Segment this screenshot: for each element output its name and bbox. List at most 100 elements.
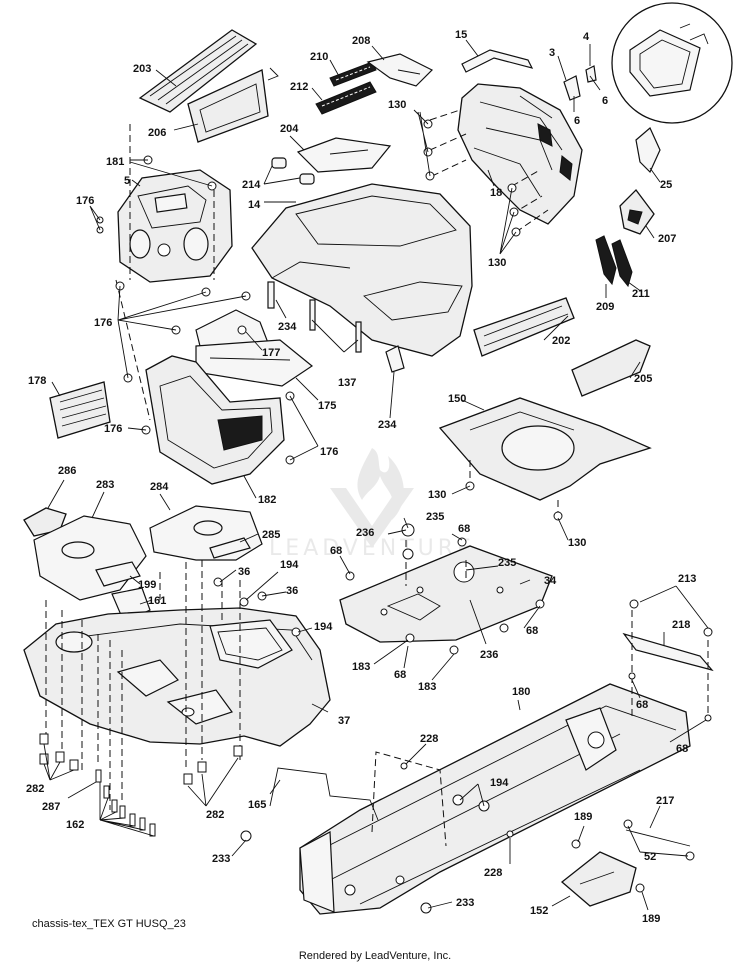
part-152-shield [560, 851, 637, 907]
callout-68d: 68 [394, 669, 406, 681]
callout-207: 207 [658, 233, 676, 245]
callout-228a: 228 [420, 733, 438, 745]
part-208-lens [366, 53, 434, 87]
callout-204: 204 [280, 123, 299, 135]
callout-6a: 6 [602, 95, 608, 107]
callout-282b: 282 [206, 809, 224, 821]
callout-3: 3 [549, 47, 555, 59]
callout-234a: 234 [278, 321, 297, 333]
callout-283: 283 [96, 479, 114, 491]
callout-213: 213 [678, 573, 696, 585]
part-18-hood-front [457, 83, 583, 225]
callout-68e: 68 [636, 699, 648, 711]
callout-182: 182 [258, 494, 276, 506]
callout-194c: 194 [490, 777, 509, 789]
callout-236a: 236 [356, 527, 374, 539]
callout-130b: 130 [488, 257, 506, 269]
part-203-grille [138, 29, 258, 113]
callout-4: 4 [583, 31, 590, 43]
part-137-strips [309, 299, 362, 353]
callout-178: 178 [28, 375, 46, 387]
callout-150: 150 [448, 393, 466, 405]
callout-177: 177 [262, 347, 280, 359]
callout-68b: 68 [330, 545, 342, 557]
callout-176b: 176 [94, 317, 112, 329]
part-182-dash [145, 355, 285, 485]
callout-36b: 36 [286, 585, 298, 597]
callout-209: 209 [596, 301, 614, 313]
callout-130d: 130 [568, 537, 586, 549]
callout-202: 202 [552, 335, 570, 347]
part-218-bracket [622, 632, 714, 672]
callout-228b: 228 [484, 867, 502, 879]
callout-34: 34 [544, 575, 557, 587]
callout-212: 212 [290, 81, 308, 93]
callout-214: 214 [242, 179, 261, 191]
callout-161: 161 [148, 595, 166, 607]
part-4-clip [585, 65, 597, 83]
part-205-cover [571, 339, 651, 397]
callout-130c: 130 [428, 489, 446, 501]
callout-183b: 183 [418, 681, 436, 693]
part-214-grommets [271, 157, 315, 185]
part-210-grille [329, 61, 377, 87]
callout-130a: 130 [388, 99, 406, 111]
part-3-clip [563, 75, 581, 101]
part-25-cover [635, 127, 661, 174]
callout-labels: 203 206 210 212 208 15 3 4 6 6 130 181 5… [26, 29, 696, 925]
hardware-fasteners [39, 119, 713, 914]
part-284-fender [149, 505, 263, 561]
callout-68c: 68 [526, 625, 538, 637]
callout-287: 287 [42, 801, 60, 813]
callout-180: 180 [512, 686, 530, 698]
callout-233b: 233 [456, 897, 474, 909]
callout-235a: 235 [426, 511, 444, 523]
callout-206: 206 [148, 127, 166, 139]
part-204-insert [296, 137, 392, 173]
part-150-plate [438, 397, 652, 501]
part-212-grille [315, 81, 377, 115]
callout-194b: 194 [314, 621, 333, 633]
watermark-text: LEADVENTURE [269, 536, 475, 561]
callout-210: 210 [310, 51, 328, 63]
detail-zoom-circle [611, 2, 733, 124]
part-165-rod [269, 767, 379, 821]
callout-162: 162 [66, 819, 84, 831]
callout-285: 285 [262, 529, 280, 541]
part-180-frame [299, 683, 691, 915]
callout-234b: 234 [378, 419, 397, 431]
callout-5: 5 [124, 175, 130, 187]
callout-203: 203 [133, 63, 151, 75]
alignment-lines [45, 109, 709, 847]
part-285-strip [209, 537, 251, 559]
callout-217: 217 [656, 795, 674, 807]
callout-189b: 189 [642, 913, 660, 925]
watermark: LEADVENTURE [269, 448, 475, 561]
part-234-pads [267, 281, 405, 373]
callout-236b: 236 [480, 649, 498, 661]
part-199-panel [95, 561, 141, 587]
part-34-plate [339, 545, 553, 643]
callout-176d: 176 [320, 446, 338, 458]
callout-235b: 235 [498, 557, 516, 569]
callout-15: 15 [455, 29, 467, 41]
callout-282a: 282 [26, 783, 44, 795]
callout-37: 37 [338, 715, 350, 727]
part-209-grille [595, 235, 617, 286]
callout-6b: 6 [574, 115, 580, 127]
part-206-bracket [187, 67, 279, 143]
callout-68a: 68 [458, 523, 470, 535]
callout-208: 208 [352, 35, 370, 47]
leader-lines [43, 39, 709, 911]
callout-68f: 68 [676, 743, 688, 755]
diagram-caption: chassis-tex_TEX GT HUSQ_23 [32, 918, 186, 930]
part-15-strip [461, 49, 534, 73]
callout-152: 152 [530, 905, 548, 917]
part-286-pad [23, 507, 67, 537]
callout-165: 165 [248, 799, 266, 811]
footer-credit: Rendered by LeadVenture, Inc. [298, 950, 452, 962]
callout-175: 175 [318, 400, 336, 412]
callout-205: 205 [634, 373, 652, 385]
callout-218: 218 [672, 619, 690, 631]
